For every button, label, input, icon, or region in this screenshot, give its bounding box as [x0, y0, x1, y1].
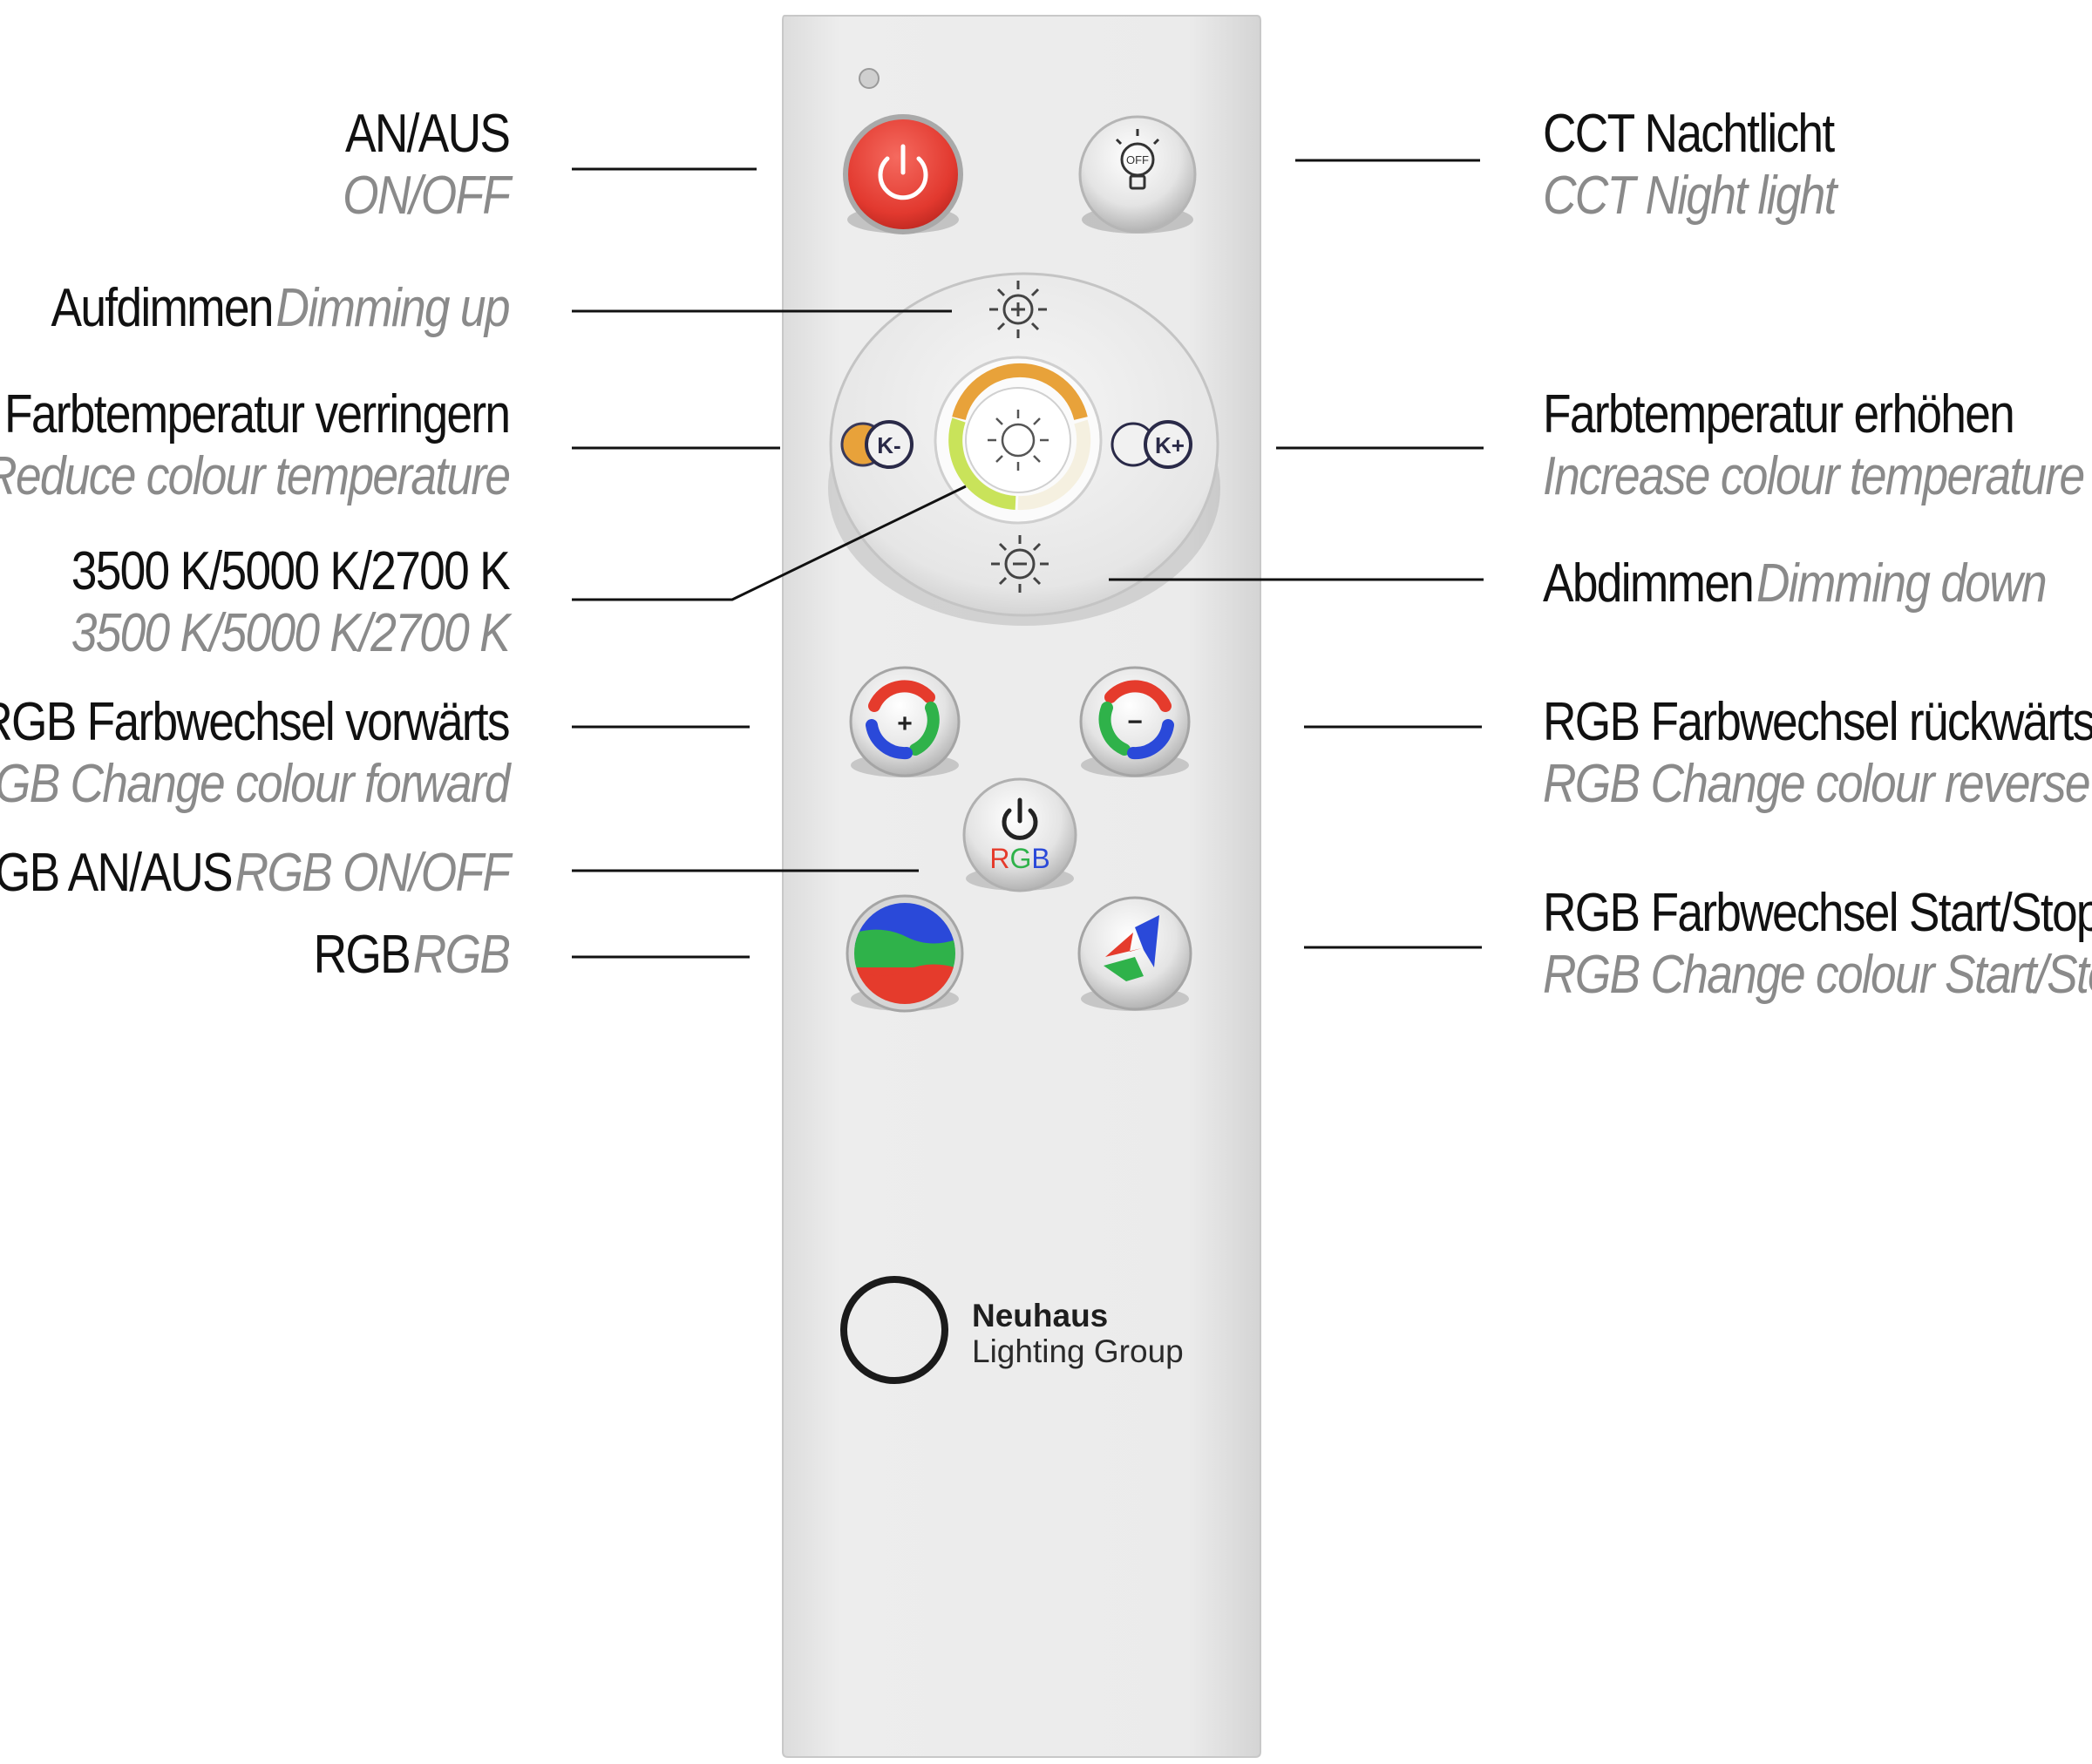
night-light-button[interactable]: OFF — [1078, 115, 1197, 234]
rgb-forward-button[interactable]: + — [849, 666, 961, 777]
lightbulb-icon — [1115, 129, 1160, 190]
rgb-power-text: RGB — [989, 843, 1049, 874]
brand-logo: Neuhaus Lighting Group — [972, 1298, 1184, 1369]
night-off-text: OFF — [1126, 153, 1149, 166]
k-plus-label: K+ — [1155, 432, 1185, 458]
status-led — [859, 68, 880, 89]
brand-subtitle: Lighting Group — [972, 1333, 1184, 1369]
rgb-power-icon — [1002, 797, 1038, 840]
rgb-power-button[interactable]: RGB — [962, 777, 1077, 892]
minus-sign: − — [1127, 708, 1143, 736]
label-night-light: CCT Nachtlicht CCT Night light — [1543, 104, 1837, 227]
brightness-up-icon — [989, 281, 1047, 338]
cool-arc — [948, 417, 1016, 510]
dim-down-button[interactable] — [991, 535, 1049, 593]
label-dim-down: Abdimmen Dimming down — [1543, 553, 2048, 614]
dim-up-button[interactable] — [989, 281, 1047, 338]
label-rgb-on-off: RGB AN/AUS RGB ON/OFF — [0, 843, 511, 903]
k-minus-label: K- — [877, 432, 900, 458]
leader-cct — [572, 485, 967, 601]
cct-preset-button[interactable] — [934, 356, 1103, 525]
leader-lines — [572, 159, 1484, 959]
warm-arc — [952, 363, 1088, 421]
cycle-forward-icon — [866, 680, 940, 760]
label-cct-presets: 3500 K/5000 K/2700 K 3500 K/5000 K/2700 … — [71, 541, 511, 664]
power-button[interactable] — [843, 114, 963, 234]
label-rgb: RGB RGB — [313, 925, 510, 985]
label-on-off: AN/AUS ON/OFF — [342, 104, 511, 227]
temp-up-button[interactable]: K+ — [1111, 420, 1192, 469]
power-icon — [878, 144, 928, 200]
label-temp-down: Farbtemperatur verringern Reduce colour … — [0, 384, 511, 507]
label-rgb-forward: RGB Farbwechsel vorwärts RGB Change colo… — [0, 692, 511, 815]
label-rgb-reverse: RGB Farbwechsel rückwärts RGB Change col… — [1543, 692, 2092, 815]
rgb-start-stop-button[interactable] — [1077, 896, 1192, 1011]
rgb-reverse-button[interactable]: − — [1079, 666, 1191, 777]
plus-sign: + — [897, 709, 913, 738]
brand-logo-ring — [840, 1276, 948, 1384]
brand-name: Neuhaus — [972, 1298, 1109, 1333]
label-rgb-start-stop: RGB Farbwechsel Start/Stop RGB Change co… — [1543, 883, 2092, 1006]
shapes-pinwheel-icon — [1104, 915, 1159, 981]
label-dim-up: Aufdimmen Dimming up — [51, 278, 511, 338]
rgb-color-button[interactable] — [846, 894, 964, 1013]
cct-sun-icon — [988, 410, 1049, 471]
brightness-down-icon — [991, 535, 1049, 593]
cycle-reverse-icon — [1098, 680, 1174, 760]
neutral-arc — [1017, 419, 1091, 511]
label-temp-up: Farbtemperatur erhöhen Increase colour t… — [1543, 384, 2085, 507]
temp-down-button[interactable]: K- — [840, 420, 914, 469]
